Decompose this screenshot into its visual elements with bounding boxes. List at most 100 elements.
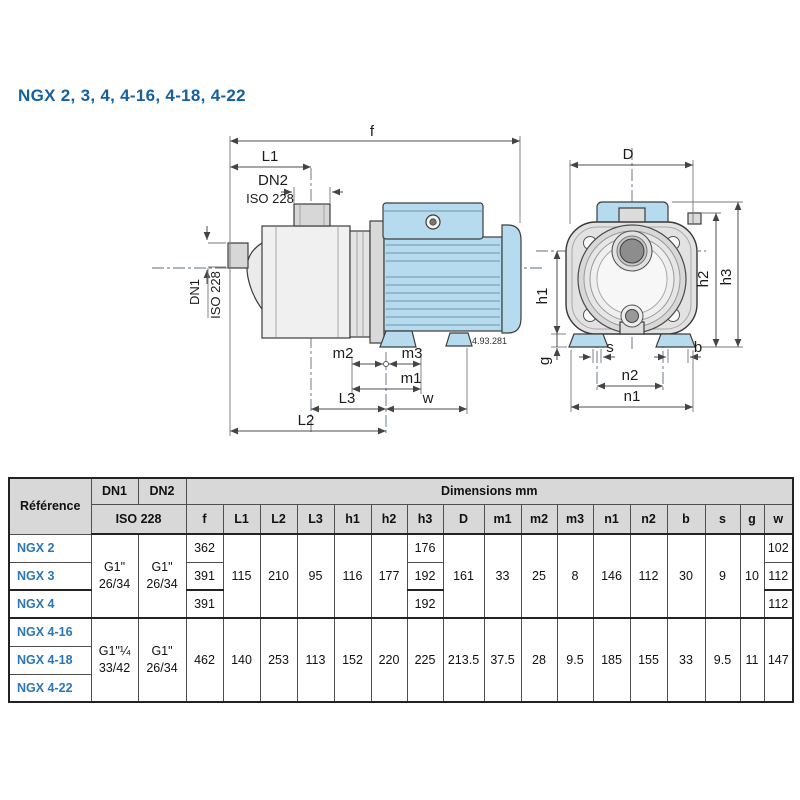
- cell-g1-L2: 210: [259, 533, 298, 619]
- col-f: f: [185, 503, 224, 535]
- col-L2: L2: [259, 503, 298, 535]
- col-g: g: [739, 503, 765, 535]
- suction-port: [227, 242, 249, 269]
- cell-ngx3-f: 391: [185, 561, 224, 591]
- dim-label-dn1: DN1: [187, 279, 202, 305]
- cell-g2-h1: 152: [333, 617, 372, 703]
- cell-ngx3-h3: 192: [406, 561, 444, 591]
- cell-g1-s: 9: [704, 533, 741, 619]
- cell-ngx2-ref: NGX 2: [8, 533, 92, 563]
- pump-body: [261, 225, 351, 339]
- cell-g1-dn1: G1" 26/34: [90, 533, 139, 619]
- header-dn1: DN1: [90, 477, 139, 505]
- cell-g1-h1: 116: [333, 533, 372, 619]
- discharge-port: [293, 203, 331, 227]
- col-L1: L1: [222, 503, 261, 535]
- dim-label-m3: m3: [402, 345, 423, 362]
- dim-label-iso228-dn1: ISO 228: [208, 271, 223, 319]
- col-L3: L3: [296, 503, 335, 535]
- cell-ngx3-ref: NGX 3: [8, 561, 92, 591]
- cell-g2-m3: 9.5: [556, 617, 594, 703]
- dim-label-f: f: [370, 123, 375, 140]
- dimensions-table-wrap: Référence DN1 DN2 Dimensions mm ISO 228 …: [8, 477, 795, 703]
- pump-side-view: 4.93.281 f L1 DN2 ISO 228 DN1 ISO 228: [152, 123, 542, 436]
- col-h1: h1: [333, 503, 372, 535]
- cell-g2-w: 147: [763, 617, 794, 703]
- dim-label-b: b: [694, 339, 702, 356]
- technical-drawing: 4.93.281 f L1 DN2 ISO 228 DN1 ISO 228: [152, 123, 743, 436]
- dim-label-h2: h2: [695, 271, 712, 288]
- cell-g2-dn2: G1" 26/34: [137, 617, 187, 703]
- dim-label-L2: L2: [298, 412, 315, 429]
- dim-label-L3: L3: [339, 390, 356, 407]
- dim-label-n2: n2: [622, 367, 639, 384]
- col-h3: h3: [406, 503, 444, 535]
- cell-ngx4-ref: NGX 4: [8, 589, 92, 619]
- col-h2: h2: [370, 503, 408, 535]
- cell-ngx4-w: 112: [763, 589, 794, 619]
- row-ngx2: NGX 2 G1" 26/34 G1" 26/34 362 115 210 95…: [8, 533, 794, 619]
- col-m3: m3: [556, 503, 594, 535]
- cell-ngx2-w: 102: [763, 533, 794, 563]
- dim-label-dn2: DN2: [258, 172, 288, 189]
- cell-g2-dn1: G1"¼ 33/42: [90, 617, 139, 703]
- motor-foot-front: [379, 330, 417, 348]
- col-m1: m1: [483, 503, 522, 535]
- col-n1: n1: [592, 503, 631, 535]
- cell-g1-h2: 177: [370, 533, 408, 619]
- cell-ngx2-f: 362: [185, 533, 224, 563]
- cell-g2-f: 462: [185, 617, 224, 703]
- col-n2: n2: [629, 503, 668, 535]
- cell-g1-L1: 115: [222, 533, 261, 619]
- cell-ngx416-ref: NGX 4-16: [8, 617, 92, 647]
- header-dn2: DN2: [137, 477, 187, 505]
- cell-g2-m1: 37.5: [483, 617, 522, 703]
- fan-cover: [501, 224, 522, 334]
- dim-label-h1: h1: [534, 288, 551, 305]
- col-m2: m2: [520, 503, 558, 535]
- foot-left: [568, 333, 609, 348]
- dim-label-n1: n1: [624, 388, 641, 405]
- col-b: b: [666, 503, 706, 535]
- stage-section: [349, 230, 371, 338]
- cell-g1-m3: 8: [556, 533, 594, 619]
- header-reference: Référence: [8, 477, 92, 535]
- cell-g2-m2: 28: [520, 617, 558, 703]
- cell-g2-g: 11: [739, 617, 765, 703]
- dim-label-L1: L1: [262, 148, 279, 165]
- cell-g1-dn2: G1" 26/34: [137, 533, 187, 619]
- foot-right: [655, 333, 696, 348]
- dim-label-w: w: [422, 390, 434, 407]
- row-ngx4-16: NGX 4-16 G1"¼ 33/42 G1" 26/34 462 140 25…: [8, 617, 794, 703]
- cell-g2-n1: 185: [592, 617, 631, 703]
- cell-g2-L1: 140: [222, 617, 261, 703]
- cell-g1-g: 10: [739, 533, 765, 619]
- dim-label-h3: h3: [718, 269, 735, 286]
- cell-g1-n2: 112: [629, 533, 668, 619]
- cell-ngx4-f: 391: [185, 589, 224, 619]
- dim-label-s: s: [606, 339, 614, 356]
- cell-g1-b: 30: [666, 533, 706, 619]
- dim-label-g: g: [536, 357, 553, 365]
- cell-g2-s: 9.5: [704, 617, 741, 703]
- cell-g1-n1: 146: [592, 533, 631, 619]
- cell-g2-n2: 155: [629, 617, 668, 703]
- dimensions-table: Référence DN1 DN2 Dimensions mm ISO 228 …: [8, 477, 795, 703]
- header-iso228: ISO 228: [90, 503, 187, 535]
- cell-g2-L2: 253: [259, 617, 298, 703]
- col-w: w: [763, 503, 794, 535]
- dim-label-iso228-dn2: ISO 228: [246, 191, 294, 206]
- motor-flange: [369, 220, 385, 344]
- cell-ngx4-h3: 192: [406, 589, 444, 619]
- front-view-dimensions: D h3 h2 h1 g s b n: [534, 146, 743, 412]
- side-view-dimensions: f L1 DN2 ISO 228 DN1 ISO 228 m2 m3 m: [187, 123, 521, 436]
- cell-ngx3-w: 112: [763, 561, 794, 591]
- dim-label-D: D: [623, 146, 634, 163]
- vent-plug: [687, 212, 702, 225]
- cell-ngx418-ref: NGX 4-18: [8, 645, 92, 675]
- drawing-code: 4.93.281: [472, 336, 507, 346]
- motor-fins: [386, 244, 500, 326]
- cell-g1-L3: 95: [296, 533, 335, 619]
- cell-g1-m2: 25: [520, 533, 558, 619]
- cell-ngx2-h3: 176: [406, 533, 444, 563]
